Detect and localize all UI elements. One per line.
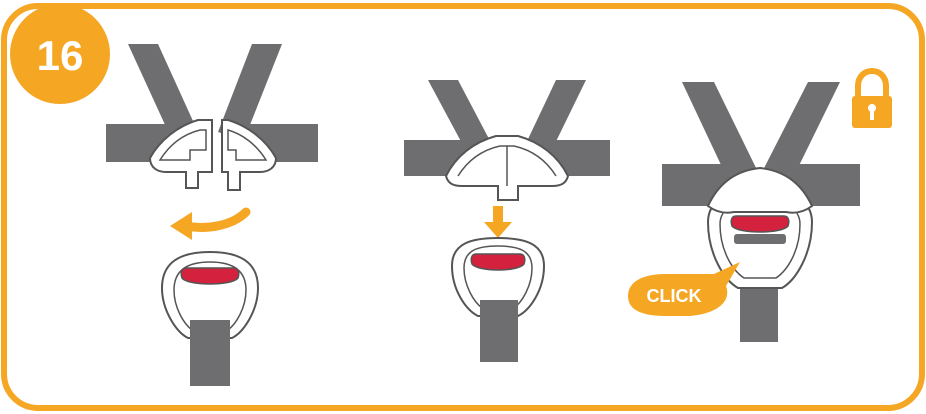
buckle-tongue-right [221,119,278,191]
buckle-tongue-left [148,119,213,189]
buckle-receptacle [160,250,260,386]
release-button [730,215,790,233]
shoulder-strap-right [218,44,282,140]
panel-align [106,44,318,386]
buckle-receptacle [450,236,546,362]
release-button [180,267,240,285]
down-arrow [484,206,512,238]
click-badge: CLICK [628,262,740,316]
panel-locked: CLICK [628,67,892,342]
shoulder-strap-left [128,44,198,140]
step-badge: 16 [10,4,110,104]
click-label: CLICK [647,286,702,306]
curved-left-arrow [170,207,251,240]
panel-insert [404,80,610,362]
shoulder-strap-left [682,82,760,184]
padlock-icon [852,67,892,128]
crotch-strap [190,320,230,386]
crotch-strap [740,280,778,342]
shoulder-strap-right [760,82,840,184]
buckle-tongues-joined [444,135,570,201]
step-number: 16 [37,32,84,79]
crotch-strap [480,300,518,362]
release-button [470,253,526,271]
